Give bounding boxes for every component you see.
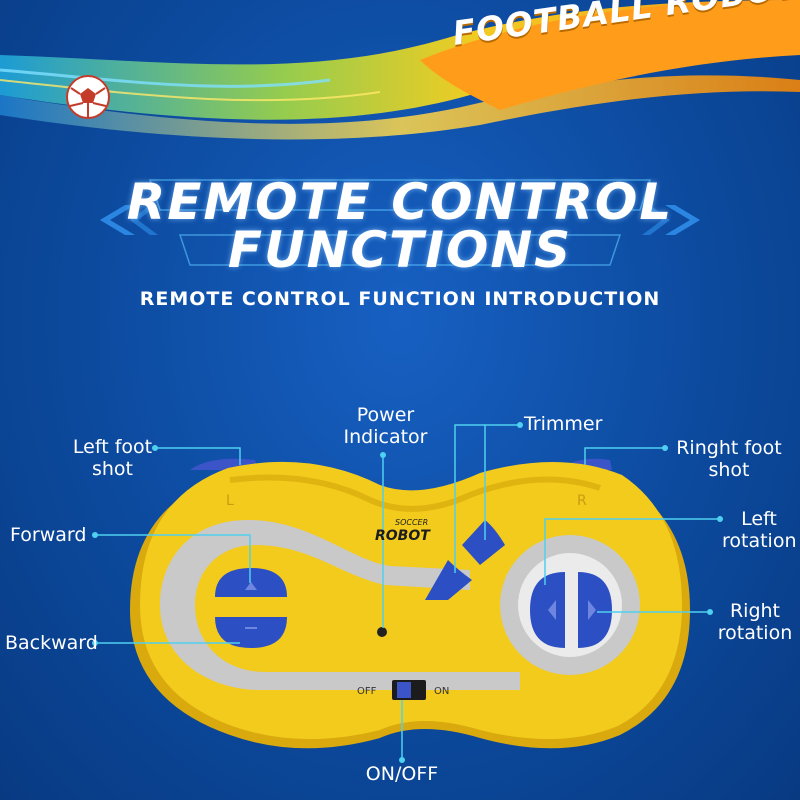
forward-button[interactable] — [215, 568, 287, 597]
label-right-foot-shot: Ringht foot shot — [676, 437, 782, 481]
page-subtitle: REMOTE CONTROL FUNCTION INTRODUCTION — [139, 288, 661, 310]
power-indicator-light — [377, 627, 387, 637]
trimmer-button-left[interactable] — [425, 560, 472, 600]
top-banner — [0, 0, 800, 140]
switch-on-label: ON — [434, 686, 449, 697]
backward-button[interactable] — [215, 617, 287, 648]
label-power-indicator: Power Indicator — [343, 404, 428, 448]
label-forward: Forward — [10, 524, 87, 546]
label-left-rotation: Left rotation — [722, 508, 797, 552]
label-on-off: ON/OFF — [365, 763, 439, 785]
title-frame — [100, 179, 700, 266]
label-left-foot-shot: Left foot shot — [72, 436, 153, 480]
football-icon — [66, 75, 110, 119]
trimmer-button-right[interactable] — [462, 520, 505, 565]
label-backward: Backward — [5, 632, 98, 654]
label-right-rotation: Right rotation — [717, 600, 793, 644]
right-shoulder-label: R — [577, 493, 587, 509]
title-line-1: REMOTE CONTROL — [126, 173, 674, 231]
logo-top: SOCCER — [395, 518, 428, 527]
left-shoulder-label: L — [226, 493, 234, 509]
title-line-2: FUNCTIONS — [227, 221, 573, 279]
switch-off-label: OFF — [357, 686, 377, 697]
remote-controller: L R SOCCER ROBOT OFF ON — [92, 422, 723, 763]
logo-bottom: ROBOT — [375, 528, 431, 544]
label-trimmer: Trimmer — [524, 413, 603, 435]
right-rotation-button[interactable] — [578, 572, 612, 648]
left-rotation-button[interactable] — [530, 572, 565, 648]
page-title: REMOTE CONTROL FUNCTIONS — [100, 173, 700, 279]
